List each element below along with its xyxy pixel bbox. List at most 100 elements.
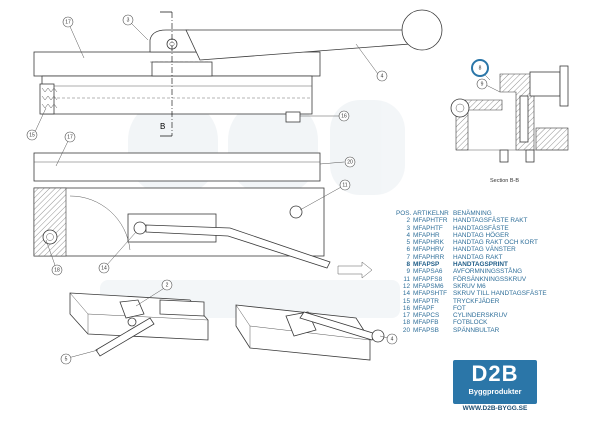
svg-text:15: 15 xyxy=(29,132,35,138)
logo-subtitle: Byggprodukter xyxy=(468,387,522,396)
balloon-17-top: 17 xyxy=(62,16,74,28)
section-right-block xyxy=(535,127,569,151)
spring-coil xyxy=(41,87,58,109)
bom-cell-article: MFAPSM6 xyxy=(413,282,444,290)
bom-cell-pos: 16 xyxy=(402,304,410,312)
handle-plan xyxy=(145,224,331,269)
section-foot-left xyxy=(499,149,509,163)
bom-cell-pos: 6 xyxy=(406,246,410,254)
balloon-2: 2 xyxy=(161,279,173,291)
logo-title: D2B xyxy=(471,361,519,386)
svg-text:20: 20 xyxy=(347,159,353,165)
balloon-17-middle: 17 xyxy=(64,131,76,143)
bom-cell-pos: 4 xyxy=(406,231,410,239)
d2b-logo: D2B Byggprodukter xyxy=(453,360,537,404)
direction-arrow xyxy=(337,261,373,279)
balloon-3: 3 xyxy=(122,14,134,26)
section-caption: Section B-B xyxy=(490,178,520,184)
svg-text:8: 8 xyxy=(479,65,482,71)
bom-cell-article: MFAPHTF xyxy=(413,224,443,232)
hatched-cut xyxy=(33,187,67,257)
bom-cell-pos: 2 xyxy=(406,217,410,225)
bom-cell-pos: 3 xyxy=(406,224,410,232)
bom-cell-pos: 9 xyxy=(406,268,410,276)
bom-header-pos: POS. xyxy=(396,210,412,217)
bom-cell-article: MFAPSP xyxy=(413,261,440,269)
svg-text:5: 5 xyxy=(65,356,68,362)
iso-view-left xyxy=(69,292,209,357)
svg-text:17: 17 xyxy=(67,134,73,140)
bom-cell-name: FÖRSÄNKNINGSSKRUV xyxy=(453,275,527,283)
balloon-14: 14 xyxy=(98,262,110,274)
iso-left-pin xyxy=(127,317,137,327)
svg-text:17: 17 xyxy=(65,19,71,25)
bom-cell-pos: 11 xyxy=(403,275,410,283)
leader-lines xyxy=(33,19,501,359)
section-top-block xyxy=(529,71,561,97)
foot xyxy=(285,111,301,123)
bom-cell-name: HANDTAGSFÄSTE xyxy=(453,224,509,232)
bom-cell-article: MFAPF xyxy=(413,304,435,312)
bom-cell-name: FOTBLOCK xyxy=(453,319,488,327)
bom-cell-article: MFAPHRV xyxy=(413,246,444,254)
svg-text:3: 3 xyxy=(127,17,130,23)
bom-cell-article: MFAPHRR xyxy=(413,253,445,261)
balloon-4-top: 4 xyxy=(376,70,388,82)
balloon-15: 15 xyxy=(26,129,38,141)
bom-cell-name: HANDTAGSPRINT xyxy=(453,261,508,269)
balloon-8: 8 xyxy=(471,59,489,77)
balloon-18: 18 xyxy=(51,264,63,276)
svg-text:4: 4 xyxy=(381,73,384,79)
bom-cell-pos: 8 xyxy=(406,261,410,269)
bom-cell-article: MFAPCS xyxy=(413,312,440,320)
bom-cell-name: HANDTAG RAKT xyxy=(453,253,503,261)
bom-cell-pos: 20 xyxy=(402,326,410,334)
bom-cell-article: MFAPSA6 xyxy=(413,268,443,276)
top-view xyxy=(33,9,443,137)
bom-cell-pos: 15 xyxy=(402,297,410,305)
svg-text:18: 18 xyxy=(54,267,60,273)
bom-cell-name: TRYCKFJÄDER xyxy=(453,297,500,305)
middle-view-top xyxy=(33,152,321,182)
bom-cell-name: SPÄNNBULTAR xyxy=(453,326,500,334)
balloon-16: 16 xyxy=(338,110,350,122)
svg-text:4: 4 xyxy=(391,336,394,342)
bom-cell-article: MFAPFB xyxy=(413,319,439,327)
bom-cell-name: SKRUV M6 xyxy=(453,282,486,290)
bom-cell-pos: 17 xyxy=(402,312,410,320)
bom-cell-article: MFAPHTFR xyxy=(413,217,448,225)
svg-text:11: 11 xyxy=(342,182,347,188)
bom-header-article: ARTIKELNR xyxy=(413,210,449,217)
bom-cell-pos: 7 xyxy=(406,253,410,261)
bom-cell-name: SKRUV TILL HANDTAGSFÄSTE xyxy=(453,290,547,298)
bom-cell-name: AVFORMNINGSSTÅNG xyxy=(453,268,523,276)
bom-cell-article: MFAPHRK xyxy=(413,239,444,247)
section-foot-right xyxy=(525,149,535,163)
cylinder-screw xyxy=(42,229,58,245)
section-pin-circle xyxy=(450,98,470,118)
balloon-5: 5 xyxy=(60,353,72,365)
bom-cell-pos: 12 xyxy=(402,282,410,290)
balloon-9: 9 xyxy=(476,78,488,90)
logo-url: WWW.D2B-BYGG.SE xyxy=(462,405,528,412)
iso-view-right xyxy=(235,304,385,361)
handle-knob xyxy=(401,9,443,51)
balloon-11: 11 xyxy=(339,179,351,191)
balloon-4-iso: 4 xyxy=(386,333,398,345)
bom-cell-article: MFAPSHTF xyxy=(413,290,448,298)
